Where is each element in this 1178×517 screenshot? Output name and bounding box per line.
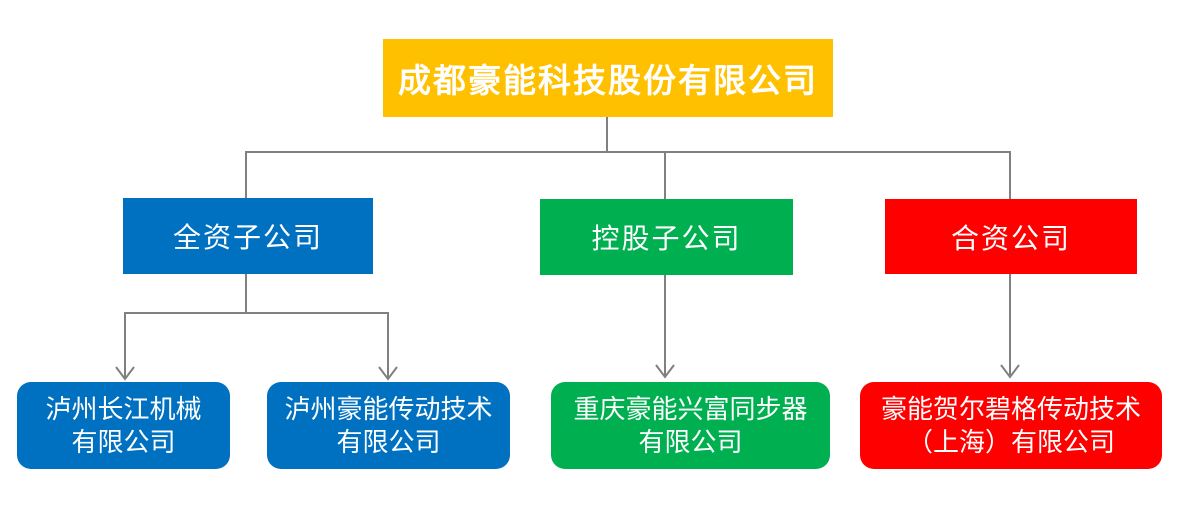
arrowhead-sub2 xyxy=(655,364,675,379)
connector-level1-bracket xyxy=(245,151,1011,199)
subsidiary-box-haoneng-hoerbiger-shanghai: 豪能贺尔碧格传动技术 （上海）有限公司 xyxy=(860,382,1162,469)
arrowhead-sub0 xyxy=(115,366,135,381)
arrowhead-sub3 xyxy=(1000,364,1020,379)
subsidiary-label-chongqing-haoneng-xingfu: 重庆豪能兴富同步器 有限公司 xyxy=(573,393,808,457)
category-box-joint-ventures: 合资公司 xyxy=(885,199,1137,274)
connector-group xyxy=(115,117,1020,381)
arrowhead-sub1 xyxy=(378,366,398,381)
subsidiary-label-haoneng-hoerbiger-shanghai: 豪能贺尔碧格传动技术 （上海）有限公司 xyxy=(880,393,1141,457)
category-box-holding-subsidiaries: 控股子公司 xyxy=(540,199,793,275)
subsidiary-box-chongqing-haoneng-xingfu: 重庆豪能兴富同步器 有限公司 xyxy=(551,382,830,469)
subsidiary-label-luzhou-changjiang: 泸州长江机械 有限公司 xyxy=(45,393,202,457)
subsidiary-box-luzhou-haoneng: 泸州豪能传动技术 有限公司 xyxy=(267,382,510,469)
category-label-joint-venture: 合资公司 xyxy=(950,222,1071,254)
connector-cat0-bracket xyxy=(124,312,389,379)
root-company-box: 成都豪能科技股份有限公司 xyxy=(383,39,833,117)
subsidiary-label-luzhou-haoneng: 泸州豪能传动技术 有限公司 xyxy=(284,393,493,457)
category-label-holding: 控股子公司 xyxy=(591,223,742,254)
root-company-label: 成都豪能科技股份有限公司 xyxy=(398,62,818,99)
category-label-wholly-owned: 全资子公司 xyxy=(172,222,323,253)
subsidiary-box-luzhou-changjiang: 泸州长江机械 有限公司 xyxy=(17,382,230,469)
category-box-wholly-owned-subsidiaries: 全资子公司 xyxy=(123,198,373,274)
